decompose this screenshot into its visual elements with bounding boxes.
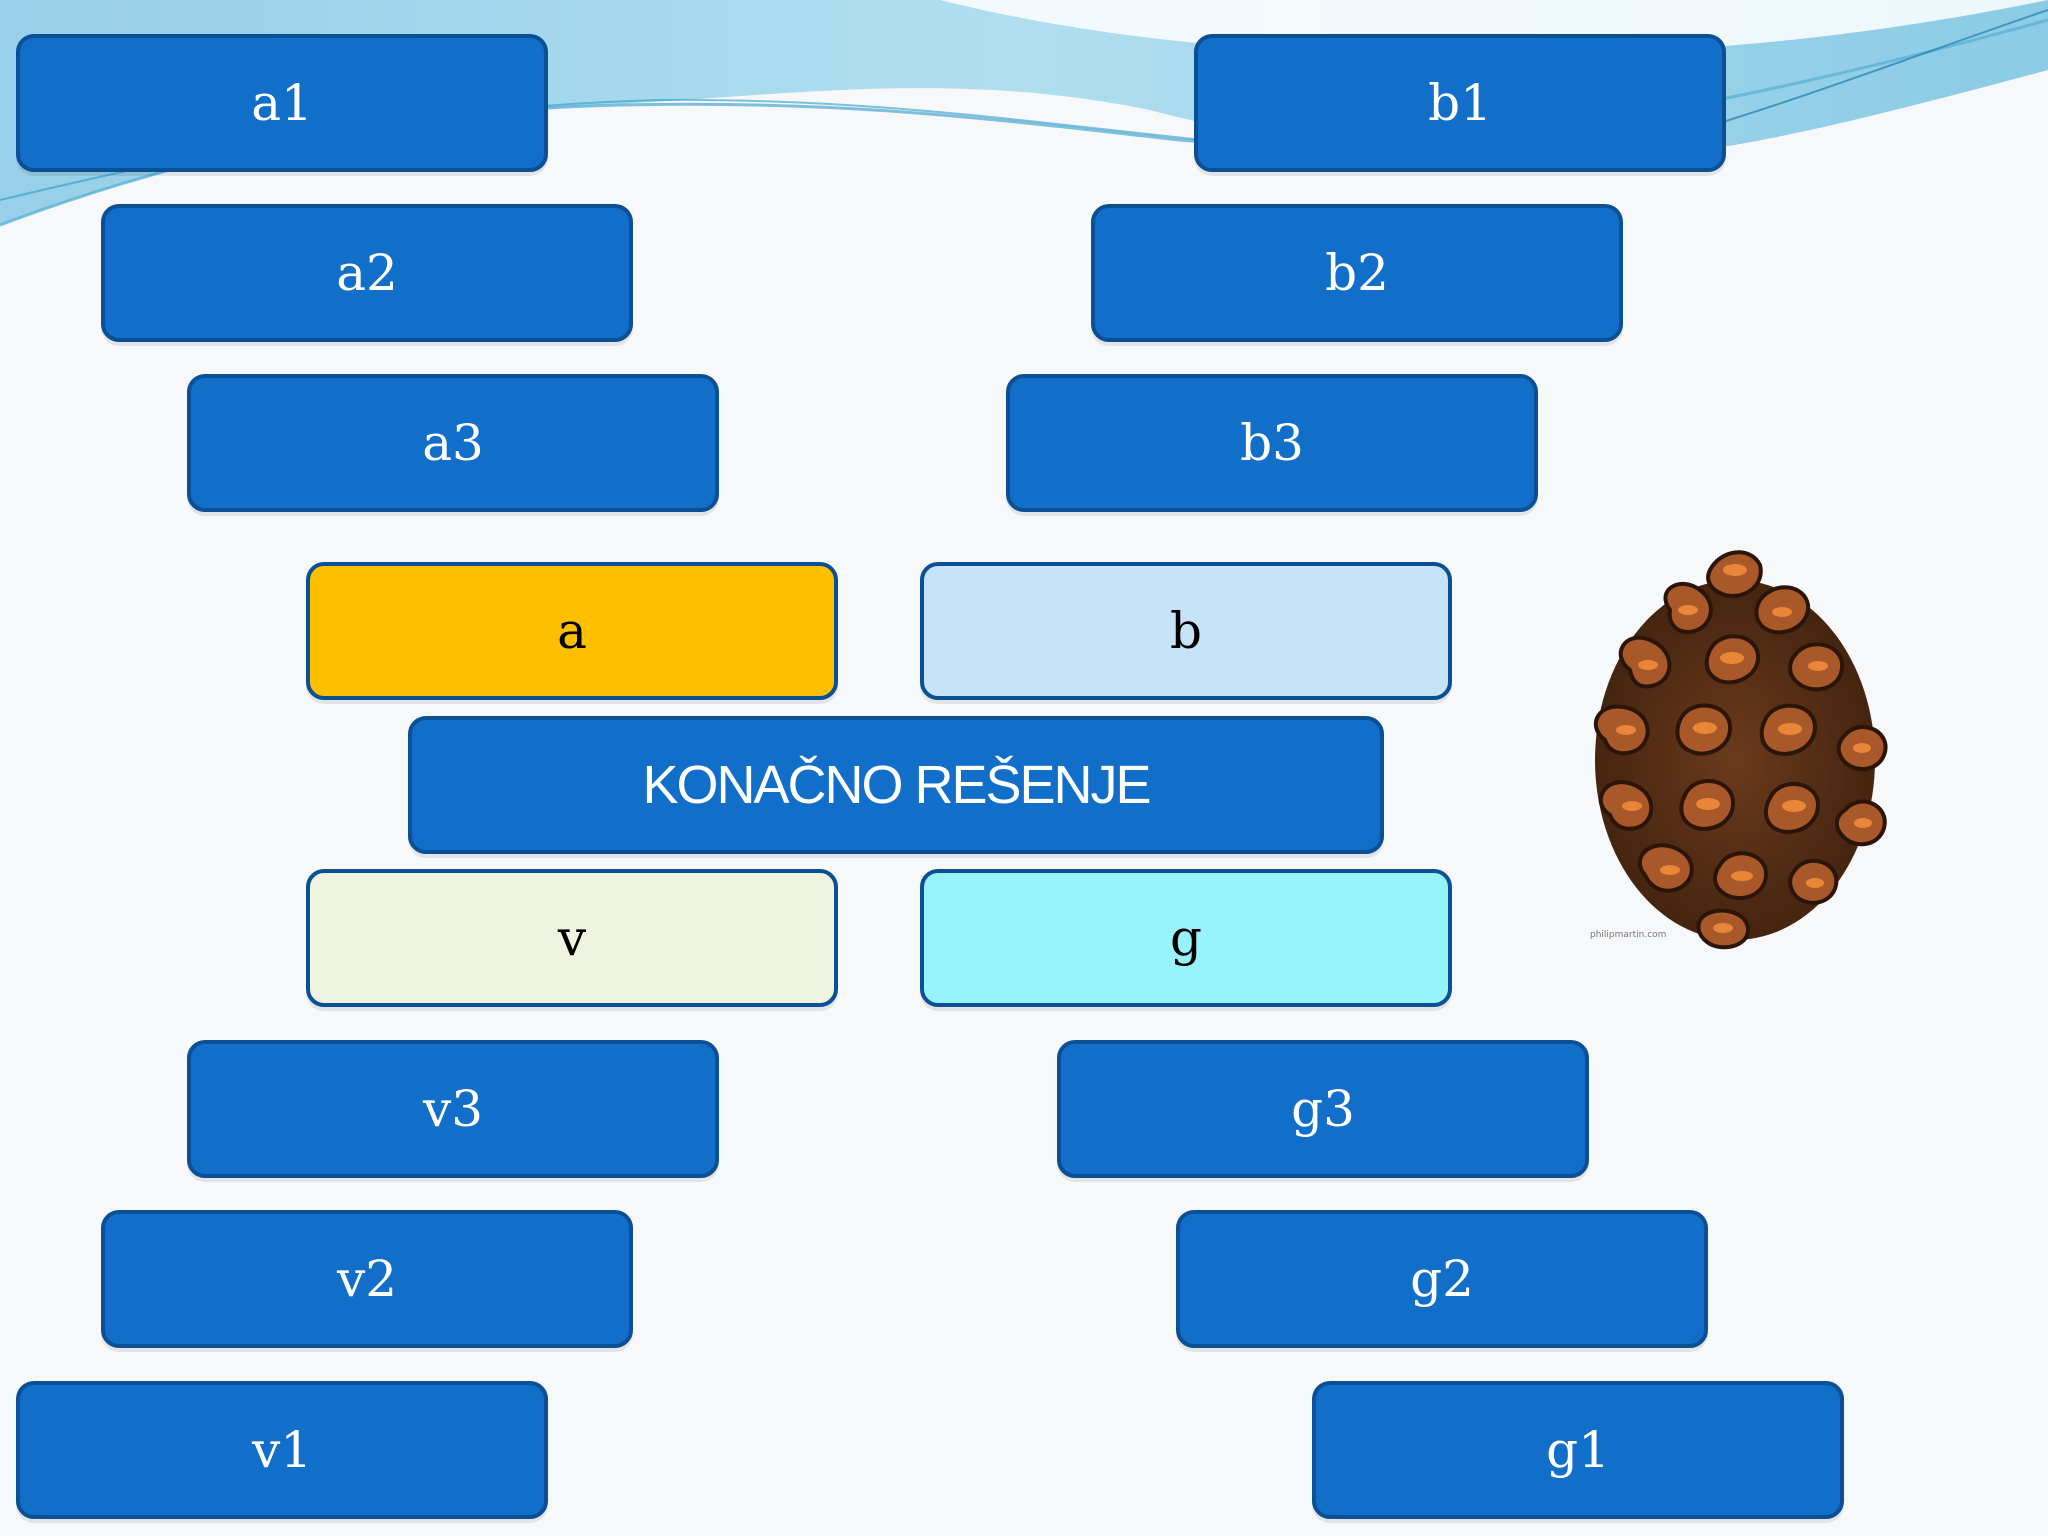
answer-tile-b-label: b xyxy=(1169,602,1202,660)
tile-a2-label: a2 xyxy=(336,244,398,302)
answer-tile-g[interactable]: g xyxy=(920,869,1452,1007)
answer-tile-b[interactable]: b xyxy=(920,562,1452,700)
tile-g3-label: g3 xyxy=(1291,1080,1355,1138)
tile-v2[interactable]: v2 xyxy=(101,1210,633,1348)
tile-g1-label: g1 xyxy=(1546,1421,1610,1479)
tile-a3-label: a3 xyxy=(422,414,484,472)
tile-v3-label: v3 xyxy=(422,1080,484,1138)
tile-v2-label: v2 xyxy=(336,1250,398,1308)
pinecone-icon xyxy=(1593,550,1888,950)
tile-a2[interactable]: a2 xyxy=(101,204,633,342)
tile-v3[interactable]: v3 xyxy=(187,1040,719,1178)
tile-g2-label: g2 xyxy=(1410,1250,1474,1308)
tile-a3[interactable]: a3 xyxy=(187,374,719,512)
final-solution-tile[interactable]: KONAČNO REŠENJE xyxy=(408,716,1384,854)
answer-tile-v[interactable]: v xyxy=(306,869,838,1007)
answer-tile-v-label: v xyxy=(557,909,587,967)
final-solution-label: KONAČNO REŠENJE xyxy=(642,755,1151,815)
tile-a1-label: a1 xyxy=(251,74,313,132)
answer-tile-a[interactable]: a xyxy=(306,562,838,700)
tile-b3-label: b3 xyxy=(1240,414,1304,472)
tile-b3[interactable]: b3 xyxy=(1006,374,1538,512)
image-watermark: philipmartin.com xyxy=(1590,930,1667,940)
tile-a1[interactable]: a1 xyxy=(16,34,548,172)
tile-b2[interactable]: b2 xyxy=(1091,204,1623,342)
answer-tile-a-label: a xyxy=(557,602,587,660)
tile-g1[interactable]: g1 xyxy=(1312,1381,1844,1519)
tile-b1[interactable]: b1 xyxy=(1194,34,1726,172)
tile-g2[interactable]: g2 xyxy=(1176,1210,1708,1348)
tile-g3[interactable]: g3 xyxy=(1057,1040,1589,1178)
tile-b2-label: b2 xyxy=(1325,244,1389,302)
tile-v1[interactable]: v1 xyxy=(16,1381,548,1519)
tile-b1-label: b1 xyxy=(1428,74,1492,132)
tile-v1-label: v1 xyxy=(251,1421,313,1479)
answer-tile-g-label: g xyxy=(1169,909,1202,967)
